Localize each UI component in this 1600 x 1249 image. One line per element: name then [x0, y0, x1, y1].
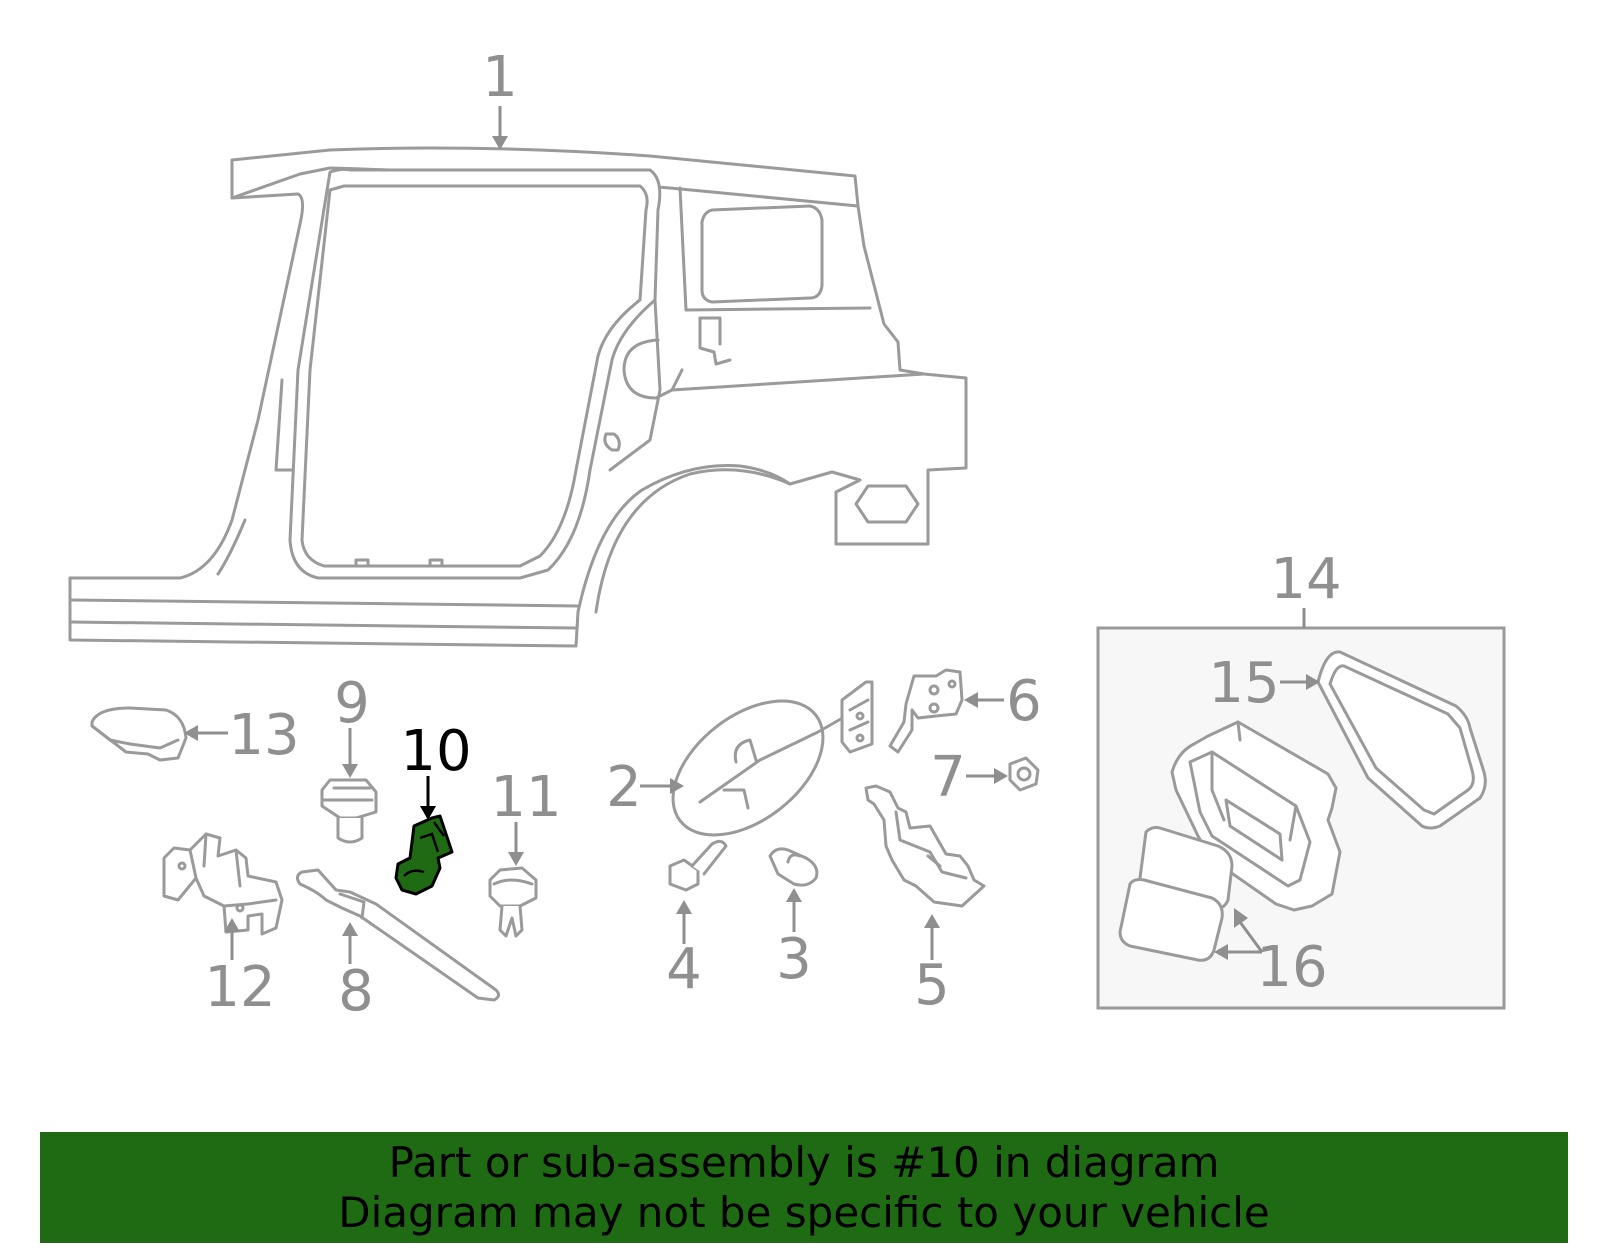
banner-line-1: Part or sub-assembly is #10 in diagram — [388, 1137, 1220, 1187]
part-8-rod — [295, 868, 501, 1002]
callout-15: 15 — [1208, 651, 1279, 716]
part-9-clip — [320, 778, 378, 844]
callout-3: 3 — [776, 927, 812, 992]
part-12-bracket — [162, 832, 284, 936]
part-2-filler-door — [671, 680, 874, 837]
callout-2: 2 — [606, 755, 642, 820]
callout-4: 4 — [666, 937, 702, 1002]
part-6-hinge — [888, 668, 964, 754]
callout-5: 5 — [914, 953, 950, 1018]
callout-8: 8 — [338, 959, 374, 1024]
banner-line-2: Diagram may not be specific to your vehi… — [338, 1187, 1270, 1237]
callout-9: 9 — [334, 671, 370, 736]
part-14-inset — [1096, 626, 1506, 1010]
callout-16: 16 — [1256, 935, 1327, 1000]
callout-12: 12 — [204, 955, 275, 1020]
callout-14: 14 — [1270, 547, 1341, 612]
callout-6: 6 — [1006, 669, 1042, 734]
callout-1: 1 — [482, 45, 518, 110]
part-1-side-panel — [68, 146, 968, 648]
part-13-cover — [90, 706, 188, 762]
part-4-bolt — [668, 839, 728, 892]
part-3-bumper — [768, 847, 819, 887]
callout-10: 10 — [400, 719, 471, 784]
part-11-push-clip — [488, 866, 538, 938]
part-7-nut — [1008, 756, 1040, 792]
callout-arrows — [184, 106, 1320, 964]
callout-11: 11 — [490, 765, 561, 830]
callout-labels: 1 2 3 4 5 6 7 8 9 10 11 12 13 14 15 16 — [204, 45, 1341, 1024]
part-5-bracket — [864, 784, 986, 908]
part-10-highlighted — [394, 814, 454, 896]
callout-13: 13 — [228, 703, 299, 768]
info-banner: Part or sub-assembly is #10 in diagram D… — [40, 1132, 1568, 1243]
callout-7: 7 — [930, 745, 966, 810]
